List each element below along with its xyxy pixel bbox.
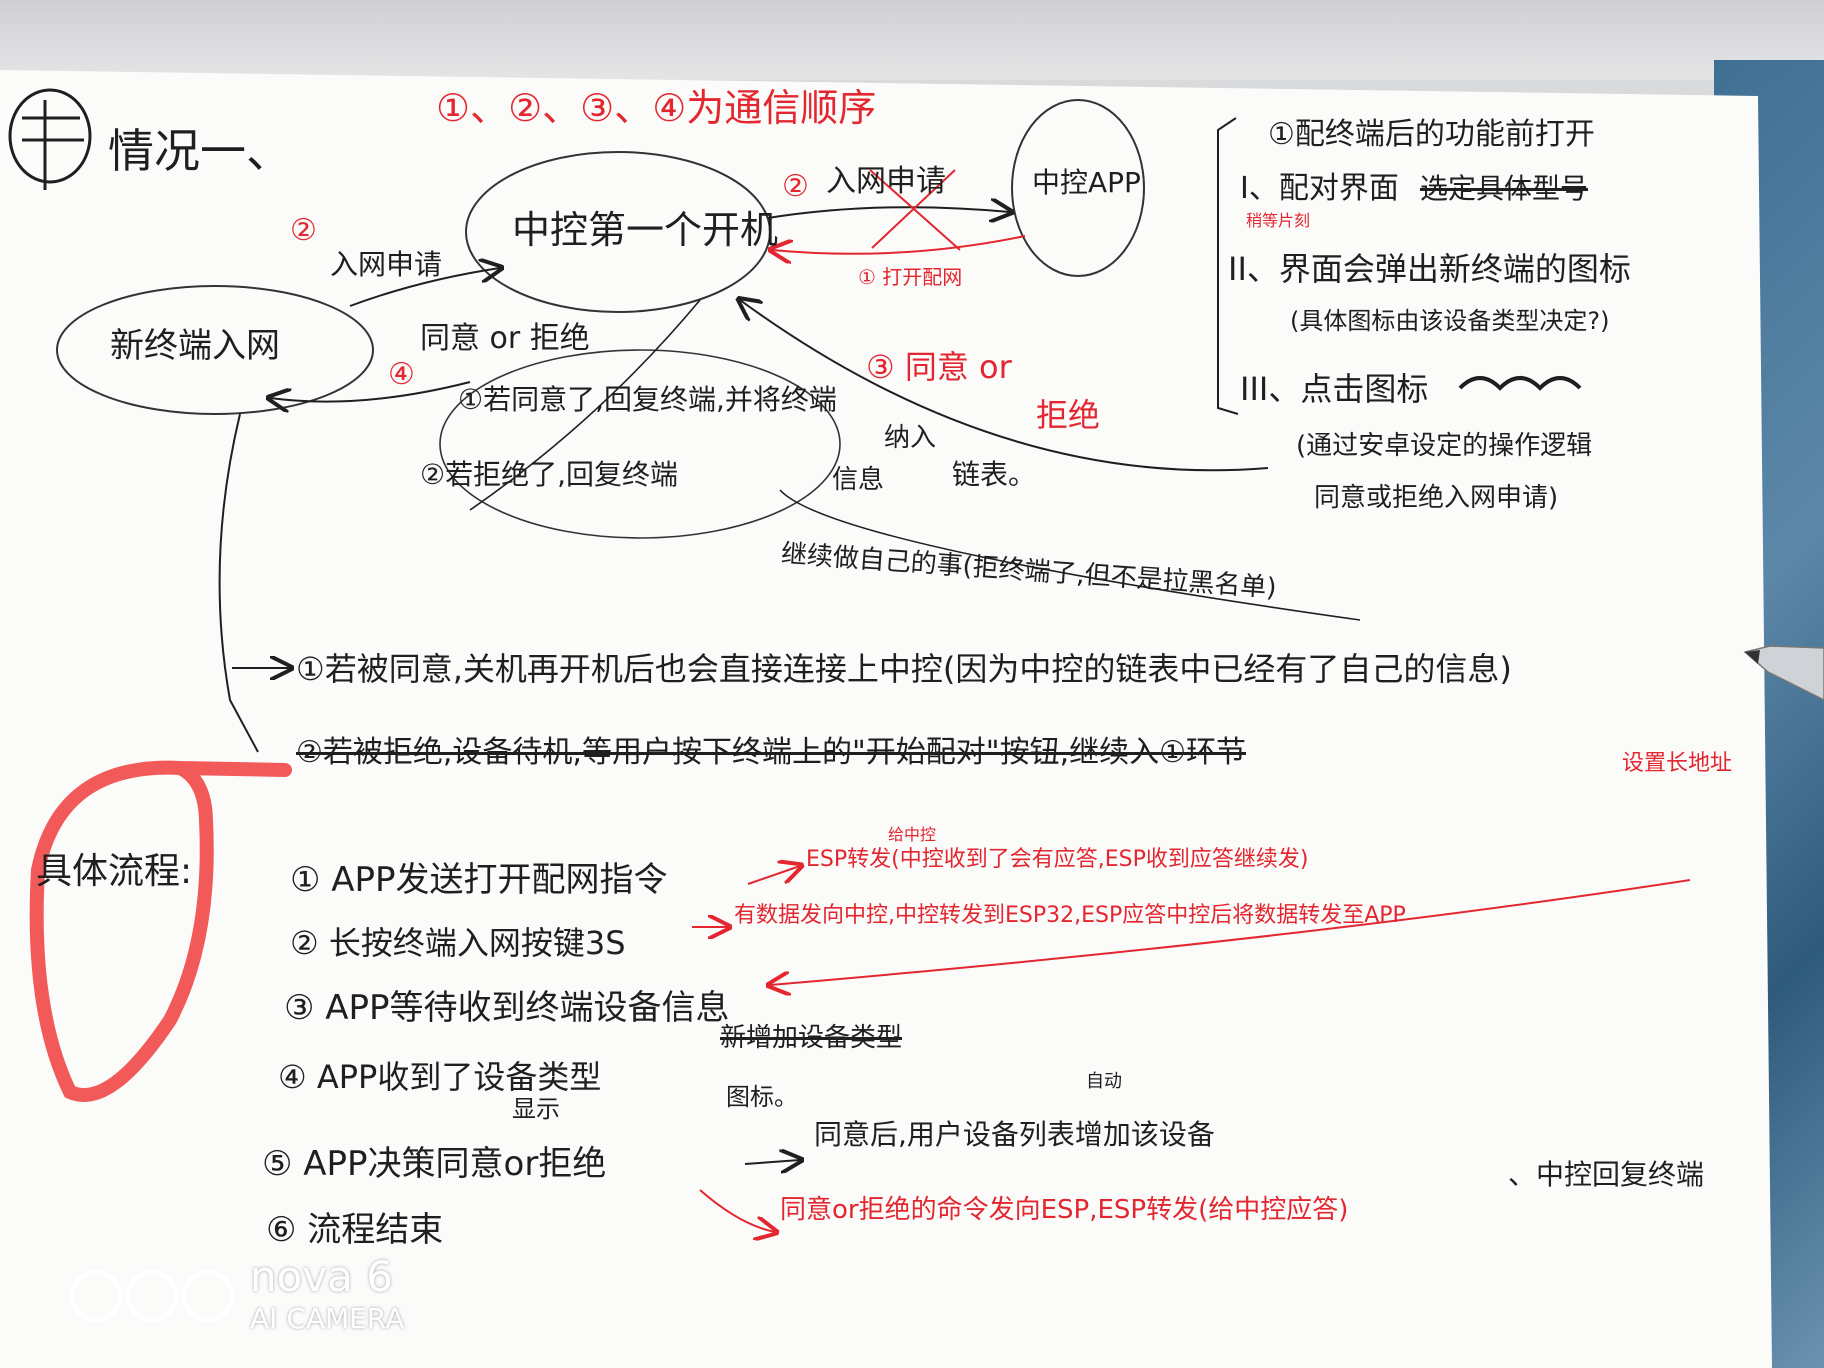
app-node-shape: [1011, 99, 1145, 277]
flow-step4-struck: 新增加设备类型: [720, 1023, 903, 1053]
hub-node-label: 中控第一个开机: [512, 208, 779, 252]
step2-return-arrow: [770, 879, 1691, 985]
app-panel-step2-note: (具体图标由该设备类型决定?): [1290, 307, 1610, 335]
continue-bracket: [779, 489, 1361, 621]
outcome-rejected: ②若被拒绝,设备待机,等用户按下终端上的"开始配对"按钮,继续入①环节: [296, 735, 1246, 770]
pen-icon: [1743, 645, 1824, 701]
highlight-circle: [29, 760, 292, 1102]
flow-step5-auto: 自动: [1086, 1071, 1122, 1092]
app-panel-wait-note: 稍等片刻: [1246, 211, 1311, 230]
app-panel-step1-struck: 选定具体型号: [1420, 172, 1589, 205]
hub-to-app-label: 入网申请: [826, 164, 946, 199]
app-panel-step3: III、点击图标: [1240, 370, 1429, 408]
hub-to-terminal-label: 同意 or 拒绝: [420, 321, 590, 356]
app-panel-to-hub-arrow: [740, 300, 1269, 472]
app-to-hub-arrow: [772, 235, 1026, 254]
flow-step4: ④ APP收到了设备类型: [278, 1058, 602, 1096]
hub-note-include: 纳入: [884, 423, 937, 453]
watermark-camera: AI CAMERA: [250, 1302, 405, 1335]
step3-scribble: [1458, 376, 1582, 391]
watermark-logo: [69, 1269, 235, 1323]
hub-note-agree: ①若同意了,回复终端,并将终端: [458, 383, 837, 416]
terminal-to-hub-arrow: [349, 268, 500, 307]
flow-step1: ① APP发送打开配网指令: [290, 860, 668, 900]
hub-to-terminal-number: ④: [388, 357, 415, 392]
app-panel-step2: II、界面会弹出新终端的图标: [1228, 250, 1631, 288]
outcome-agreed: ①若被同意,关机再开机后也会直接连接上中控(因为中控的链表中已经有了自己的信息): [296, 650, 1512, 688]
hub-down-line: [469, 299, 701, 511]
app-node-label: 中控APP: [1032, 166, 1141, 199]
cross-mark: [869, 169, 961, 251]
terminal-to-hub-label: 入网申请: [330, 248, 443, 281]
flow-step1-to: 给中控: [888, 825, 937, 844]
flow-step1-note: ESP转发(中控收到了会有应答,ESP收到应答继续发): [806, 847, 1309, 872]
terminal-node-label: 新终端入网: [110, 326, 280, 366]
watermark-model: nova 6: [250, 1252, 393, 1301]
page-title: 情况一、: [108, 124, 292, 178]
flow-step2: ② 长按终端入网按键3S: [290, 924, 626, 962]
hub-to-terminal-arrow: [270, 381, 471, 402]
app-panel-intro: ①配终端后的功能前打开: [1268, 117, 1595, 152]
title-doodle-icon: [8, 88, 92, 190]
flow-title: 具体流程:: [36, 851, 193, 892]
app-reply-label-line2: 拒绝: [1036, 396, 1101, 434]
outcome-address-note: 设置长地址: [1622, 751, 1733, 776]
desk-background-top: [0, 0, 1824, 80]
flow-step5-result: 同意后,用户设备列表增加该设备: [814, 1118, 1215, 1151]
app-reply-label-line1: ③ 同意 or: [866, 348, 1012, 386]
hub-notes-shape: [439, 349, 841, 539]
hub-node-shape: [465, 151, 771, 313]
step5-red-arrow: [699, 1189, 775, 1232]
step5-arrow: [744, 1160, 800, 1164]
terminal-node-shape: [56, 285, 374, 415]
flow-step4-icon: 图标。: [726, 1083, 798, 1111]
hub-note-info: 信息: [832, 465, 885, 495]
flow-step3: ③ APP等待收到终端设备信息: [284, 988, 730, 1028]
hub-to-app-arrow: [767, 207, 1010, 218]
app-panel-step1: I、配对界面: [1240, 171, 1399, 206]
terminal-down-line: [218, 413, 259, 753]
app-panel-bracket: [1217, 117, 1239, 415]
sequence-note: ①、②、③、④为通信顺序: [436, 86, 877, 130]
flow-step6: ⑥ 流程结束: [266, 1210, 444, 1250]
app-panel-step3-note-1: (通过安卓设定的操作逻辑: [1296, 431, 1593, 461]
hub-note-reject: ②若拒绝了,回复终端: [420, 458, 679, 491]
flow-step5-reply: 、中控回复终端: [1508, 1158, 1705, 1191]
flow-step2-note: 有数据发向中控,中控转发到ESP32,ESP应答中控后将数据转发至APP: [734, 903, 1406, 928]
hub-note-list: 链表。: [952, 458, 1037, 491]
flow-step5-command: 同意or拒绝的命令发向ESP,ESP转发(给中控应答): [780, 1195, 1349, 1225]
terminal-to-hub-number: ②: [290, 213, 317, 248]
flow-step5: ⑤ APP决策同意or拒绝: [262, 1144, 607, 1184]
flow-step4-show: 显示: [512, 1095, 560, 1123]
app-panel-step3-note-2: 同意或拒绝入网申请): [1314, 483, 1559, 513]
app-to-hub-label: ① 打开配网: [858, 265, 963, 289]
hub-to-app-number: ②: [782, 169, 809, 204]
step1-arrow: [747, 866, 800, 885]
